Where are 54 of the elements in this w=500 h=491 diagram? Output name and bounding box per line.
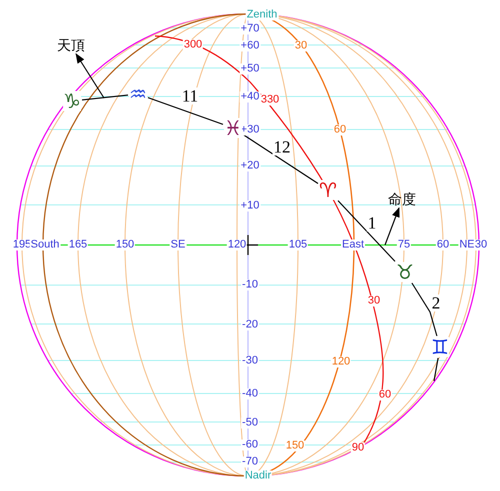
zodiac-symbol: ♊ xyxy=(431,337,449,357)
scale-label: 120 xyxy=(330,356,352,368)
scale-label: 75 xyxy=(396,240,412,250)
scale-label: 90 xyxy=(350,442,366,454)
callout-label: 天頂 xyxy=(57,39,85,53)
scale-label: 60 xyxy=(436,240,450,250)
scale-label: -70 xyxy=(241,456,259,468)
scale-label: -10 xyxy=(241,280,259,290)
scale-label: 60 xyxy=(378,390,392,400)
scale-label: -60 xyxy=(241,440,259,450)
edge-label: 11 xyxy=(180,88,200,104)
scale-label: 30 xyxy=(294,40,308,52)
edge-label: 1 xyxy=(366,214,378,232)
scale-label: +50 xyxy=(240,64,260,74)
scale-label: 120 xyxy=(226,240,248,250)
zodiac-symbol: ♓ xyxy=(224,118,242,138)
ecliptic-line xyxy=(242,134,318,184)
zodiac-symbol: ♑ xyxy=(63,91,81,111)
scale-label: 195 xyxy=(12,240,32,250)
arrow xyxy=(384,207,400,246)
scale-label: -20 xyxy=(241,320,259,330)
ecliptic-line xyxy=(411,282,438,336)
scale-label: South xyxy=(30,240,60,250)
ecliptic-line xyxy=(433,358,439,382)
zodiac-symbol: ♈ xyxy=(319,180,337,200)
scale-label: -40 xyxy=(241,388,259,400)
scale-label: East xyxy=(341,240,365,250)
ecliptic-line xyxy=(338,200,396,262)
scale-label: 300 xyxy=(182,40,204,50)
scale-label: 150 xyxy=(114,240,136,250)
scale-label: 60 xyxy=(332,124,348,136)
scale-label: +40 xyxy=(240,92,260,102)
scale-label: 330 xyxy=(260,94,280,106)
scale-label: 30 xyxy=(474,240,488,250)
callout-label: 命度 xyxy=(388,193,416,207)
edge-label: 12 xyxy=(272,138,292,156)
scale-label: 105 xyxy=(288,240,308,250)
scale-label: +10 xyxy=(240,200,260,212)
scale-label: -50 xyxy=(241,418,259,428)
scale-label: +20 xyxy=(240,160,260,172)
scale-label: +70 xyxy=(240,24,260,34)
scale-label: -30 xyxy=(241,356,259,366)
scale-label: 150 xyxy=(284,440,306,452)
scale-label: 165 xyxy=(68,240,88,250)
zodiac-symbol: ♉ xyxy=(396,262,414,282)
ecliptic-line xyxy=(82,94,128,100)
edge-label: 2 xyxy=(430,294,442,312)
scale-label: Nadir xyxy=(244,470,272,482)
scale-label: SE xyxy=(170,240,186,250)
arrow xyxy=(76,53,104,98)
scale-label: 30 xyxy=(366,296,382,306)
ecliptic-line xyxy=(148,97,224,125)
scale-label: +60 xyxy=(240,40,260,52)
scale-label: Zenith xyxy=(246,10,278,20)
